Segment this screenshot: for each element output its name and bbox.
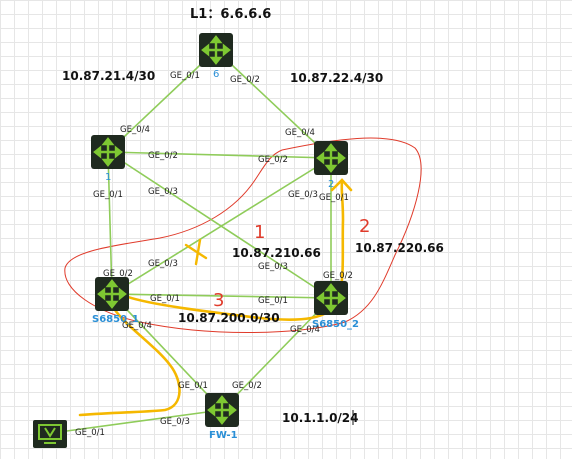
router-node-2[interactable] <box>314 141 348 175</box>
node-name-fw-1: FW-1 <box>209 430 238 441</box>
router-arrows-icon <box>316 283 346 313</box>
diagram-title: L1：6.6.6.6 <box>190 7 271 22</box>
router-node-1[interactable] <box>91 135 125 169</box>
port-label: GE_0/4 <box>120 125 150 135</box>
switch-s6850-1[interactable] <box>95 277 129 311</box>
port-label: GE_0/1 <box>319 193 349 203</box>
port-label: GE_0/1 <box>75 428 105 438</box>
network-label-200: 10.87.200.0/30 <box>178 311 280 325</box>
router-arrows-icon <box>316 143 346 173</box>
host-pc[interactable] <box>33 420 67 448</box>
orange-x-mark <box>184 238 208 266</box>
router-node-6[interactable] <box>199 33 233 67</box>
port-label: GE_0/2 <box>230 75 260 85</box>
port-label: GE_0/4 <box>122 321 152 331</box>
link-6-1 <box>107 49 217 153</box>
node-name-s6850-1: S6850_1 <box>92 314 139 325</box>
port-label: GE_0/4 <box>290 325 320 335</box>
port-label: GE_0/2 <box>323 271 353 281</box>
port-label: GE_0/1 <box>170 71 200 81</box>
network-label-fw: 10.1.1.0/24 <box>282 411 359 425</box>
orange-arrow-head <box>330 178 353 192</box>
port-label: GE_0/2 <box>232 381 262 391</box>
link-1-s2 <box>107 151 332 299</box>
router-arrows-icon <box>93 137 123 167</box>
monitor-icon <box>38 424 62 444</box>
link-6-2 <box>215 49 332 159</box>
network-label-21: 10.87.21.4/30 <box>62 69 155 83</box>
port-label: GE_0/2 <box>258 155 288 165</box>
link-s1-s2 <box>111 293 332 299</box>
port-label: GE_0/1 <box>93 190 123 200</box>
red-enclosure <box>64 137 422 334</box>
network-label-220: 10.87.220.66 <box>355 241 444 255</box>
link-1-2 <box>107 151 332 159</box>
link-2-s1 <box>111 157 332 295</box>
switch-s6850-2[interactable] <box>314 281 348 315</box>
link-s1-fw <box>111 293 223 411</box>
link-1-s1 <box>107 151 113 295</box>
port-label: GE_0/2 <box>148 151 178 161</box>
link-fw-host <box>51 409 223 434</box>
firewall-fw-1[interactable] <box>205 393 239 427</box>
node-name-s6850-2: S6850_2 <box>312 319 359 330</box>
port-label: GE_0/3 <box>148 187 178 197</box>
path-number-2: 2 <box>359 216 370 237</box>
network-label-22: 10.87.22.4/30 <box>290 71 383 85</box>
port-label: GE_0/2 <box>103 269 133 279</box>
node-name-6: 6 <box>213 69 219 80</box>
router-arrows-icon <box>97 279 127 309</box>
port-label: GE_0/1 <box>150 294 180 304</box>
port-label: GE_0/1 <box>258 296 288 306</box>
port-label: GE_0/4 <box>285 128 315 138</box>
router-arrows-icon <box>207 395 237 425</box>
port-label: GE_0/3 <box>288 190 318 200</box>
path-number-1: 1 <box>254 222 265 243</box>
node-name-2: 2 <box>328 179 334 190</box>
path-number-3: 3 <box>213 290 224 311</box>
network-label-210: 10.87.210.66 <box>232 246 321 260</box>
port-label: GE_0/3 <box>258 262 288 272</box>
port-label: GE_0/3 <box>160 417 190 427</box>
router-arrows-icon <box>201 35 231 65</box>
node-name-1: 1 <box>105 172 111 183</box>
port-label: GE_0/1 <box>178 381 208 391</box>
port-label: GE_0/3 <box>148 259 178 269</box>
